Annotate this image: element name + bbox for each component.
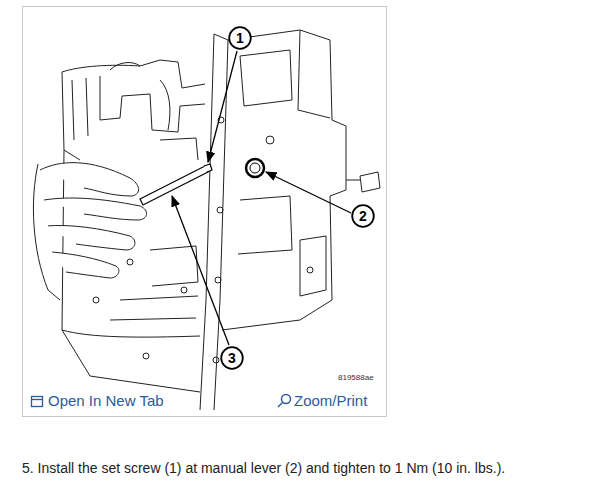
link-text: Open In New Tab [48, 392, 164, 409]
callout-ring [221, 347, 243, 369]
hand [33, 163, 146, 300]
callout-number: 1 [236, 31, 244, 45]
set-screw [140, 164, 212, 205]
callout-circle: 2 [351, 204, 375, 228]
callout-number: 2 [359, 209, 367, 223]
link-text: Zoom/Print [294, 392, 367, 409]
callout-ring [352, 205, 374, 227]
callout-ring [229, 27, 251, 49]
valve-body [62, 30, 380, 410]
manual-lever [246, 159, 264, 177]
figure-frame [23, 7, 387, 417]
new-tab-icon [32, 397, 43, 407]
zoom-icon [278, 395, 291, 408]
figure-id: 819588ae [338, 373, 374, 382]
figure-id: 819588ae [338, 373, 374, 382]
step-text: 5. Install the set screw (1) at manual l… [22, 460, 588, 476]
callout-number: 3 [228, 351, 236, 365]
link-text: Open In New Tab [48, 392, 164, 409]
leader-lines [172, 51, 351, 345]
step-text: 5. Install the set screw (1) at manual l… [22, 460, 505, 476]
callout-circle: 3 [220, 346, 244, 370]
callout-circle: 1 [228, 26, 252, 50]
link-text: Zoom/Print [294, 392, 367, 409]
